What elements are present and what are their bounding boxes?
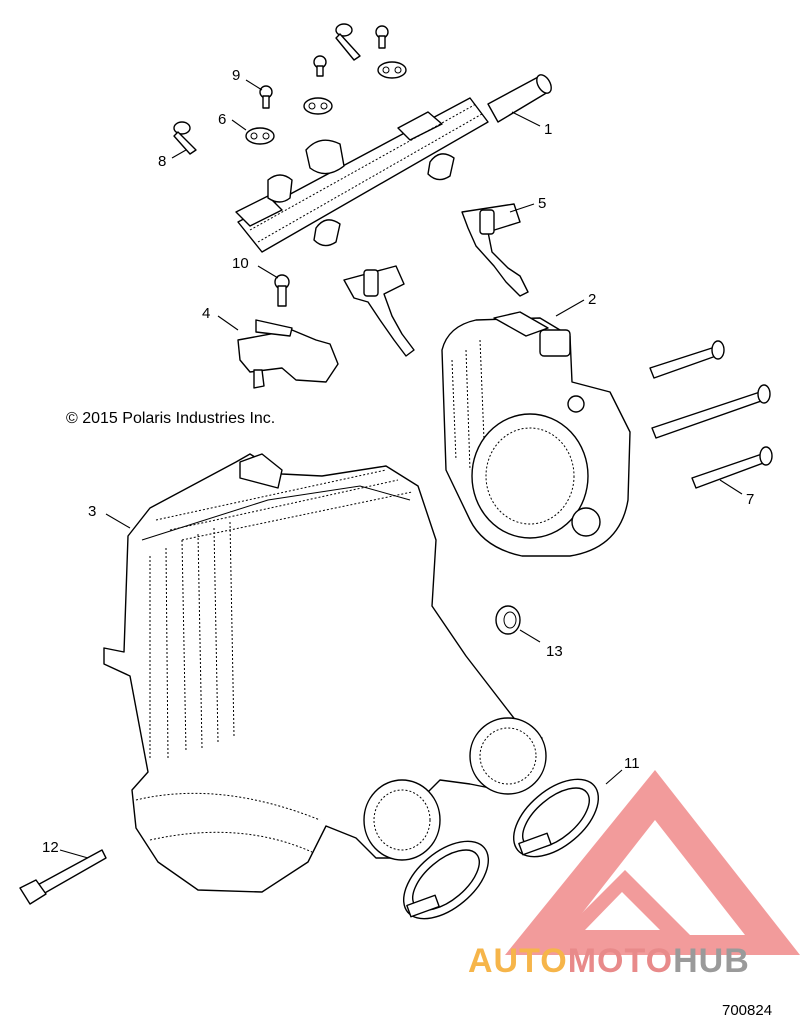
callout-5: 5	[538, 195, 546, 212]
callout-12: 12	[42, 839, 59, 856]
rail-bolt	[173, 121, 197, 155]
copyright-notice: © 2015 Polaris Industries Inc.	[66, 410, 276, 427]
manifold-bolt	[19, 849, 107, 905]
leader-lines	[59, 79, 743, 859]
callout-4: 4	[202, 305, 210, 322]
callout-3: 3	[88, 503, 96, 520]
watermark-moto: MOTO	[567, 942, 674, 980]
throttle-body-bolts	[649, 340, 773, 489]
watermark-text: AUTOMOTOHUB	[468, 942, 750, 981]
map-sensor	[237, 319, 339, 389]
rail-bolt-top	[335, 23, 361, 61]
watermark-logo	[505, 770, 800, 955]
callout-2: 2	[588, 291, 596, 308]
callout-9: 9	[232, 67, 240, 84]
fuel-injector-left	[343, 265, 415, 357]
hose-clamp-upper	[512, 778, 600, 858]
screws	[259, 25, 389, 109]
throttle-body	[441, 311, 631, 557]
callout-7: 7	[746, 491, 754, 508]
clips	[245, 61, 407, 145]
watermark-hub: HUB	[673, 942, 750, 980]
grommet	[495, 605, 521, 635]
watermark-auto: AUTO	[468, 942, 568, 980]
callout-1: 1	[544, 121, 552, 138]
fuel-rail	[235, 74, 552, 253]
drawing-number: 700824	[722, 1002, 773, 1019]
callout-13: 13	[546, 643, 563, 660]
fuel-injector-right	[461, 203, 529, 297]
callout-10: 10	[232, 255, 249, 272]
callouts: 1 2 3 4 5 6 7 8 9 10 11 12 13	[42, 67, 754, 856]
sensor-screw	[274, 274, 290, 307]
callout-6: 6	[218, 111, 226, 128]
callout-11: 11	[624, 755, 640, 772]
callout-8: 8	[158, 153, 166, 170]
hose-clamp-lower	[402, 840, 490, 920]
intake-manifold	[103, 453, 547, 893]
